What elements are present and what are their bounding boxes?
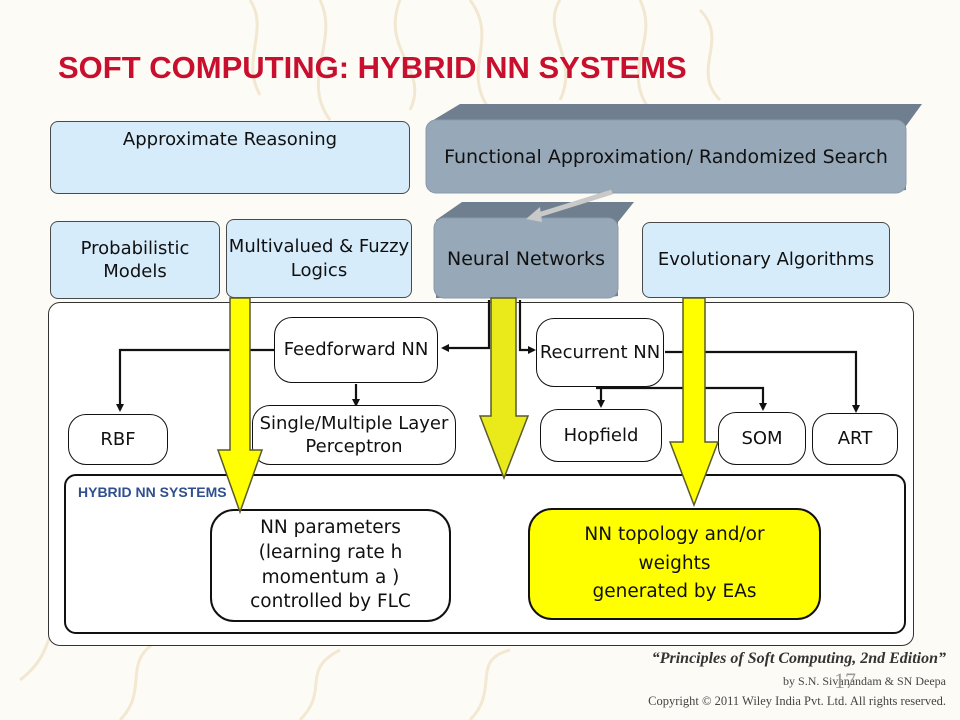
citation-authors: by S.N. Sivanandam & SN Deepa — [783, 674, 946, 688]
multivalued-fuzzy-logics-box: Multivalued & Fuzzy Logics — [226, 219, 412, 298]
hopfield-label: Hopfield — [563, 424, 639, 446]
perceptron-label: Single/Multiple Layer Perceptron — [259, 412, 449, 457]
approximate-reasoning-label: Approximate Reasoning — [122, 129, 338, 150]
citation-quote: “Principles of Soft Computing, 2nd Editi… — [651, 650, 946, 667]
art-label: ART — [837, 428, 873, 450]
probabilistic-models-box: Probabilistic Models — [50, 221, 220, 299]
page-title: SOFT COMPUTING: HYBRID NN SYSTEMS — [58, 50, 687, 85]
functional-approximation-label: Functional Approximation/ Randomized Sea… — [444, 145, 888, 168]
recurrent-nn-box: Recurrent NN — [536, 318, 664, 387]
approximate-reasoning-box: Approximate Reasoning — [50, 121, 410, 194]
rbf-box: RBF — [68, 414, 168, 465]
functional-approximation-box: Functional Approximation/ Randomized Sea… — [426, 122, 906, 192]
flc-controlled-params-label: NN parameters (learning rate h momentum … — [250, 516, 411, 613]
art-box: ART — [812, 413, 898, 465]
ea-generated-topology-box: NN topology and/or weights generated by … — [528, 508, 821, 620]
evolutionary-algorithms-box: Evolutionary Algorithms — [642, 222, 890, 298]
perceptron-box: Single/Multiple Layer Perceptron — [252, 405, 456, 465]
neural-networks-box: Neural Networks — [434, 220, 618, 298]
hopfield-box: Hopfield — [540, 409, 662, 462]
rbf-label: RBF — [100, 428, 136, 450]
probabilistic-models-label: Probabilistic Models — [80, 237, 190, 282]
page-number: 17 — [834, 668, 856, 693]
recurrent-nn-label: Recurrent NN — [539, 341, 661, 363]
ea-generated-topology-label: NN topology and/or weights generated by … — [584, 523, 765, 603]
feedforward-nn-label: Feedforward NN — [283, 339, 429, 361]
functional-approximation-3d-shape — [425, 104, 922, 194]
citation-block: “Principles of Soft Computing, 2nd Editi… — [648, 650, 946, 709]
evolutionary-algorithms-label: Evolutionary Algorithms — [657, 249, 875, 271]
multivalued-fuzzy-logics-label: Multivalued & Fuzzy Logics — [228, 236, 410, 281]
som-box: SOM — [718, 412, 806, 465]
flc-controlled-params-box: NN parameters (learning rate h momentum … — [210, 509, 451, 622]
hybrid-nn-systems-label: HYBRID NN SYSTEMS — [78, 484, 227, 500]
som-label: SOM — [741, 427, 783, 449]
neural-networks-3d-shape — [433, 202, 634, 299]
citation-copyright: Copyright © 2011 Wiley India Pvt. Ltd. A… — [648, 694, 946, 708]
neural-networks-label: Neural Networks — [447, 247, 605, 270]
feedforward-nn-box: Feedforward NN — [274, 317, 438, 383]
